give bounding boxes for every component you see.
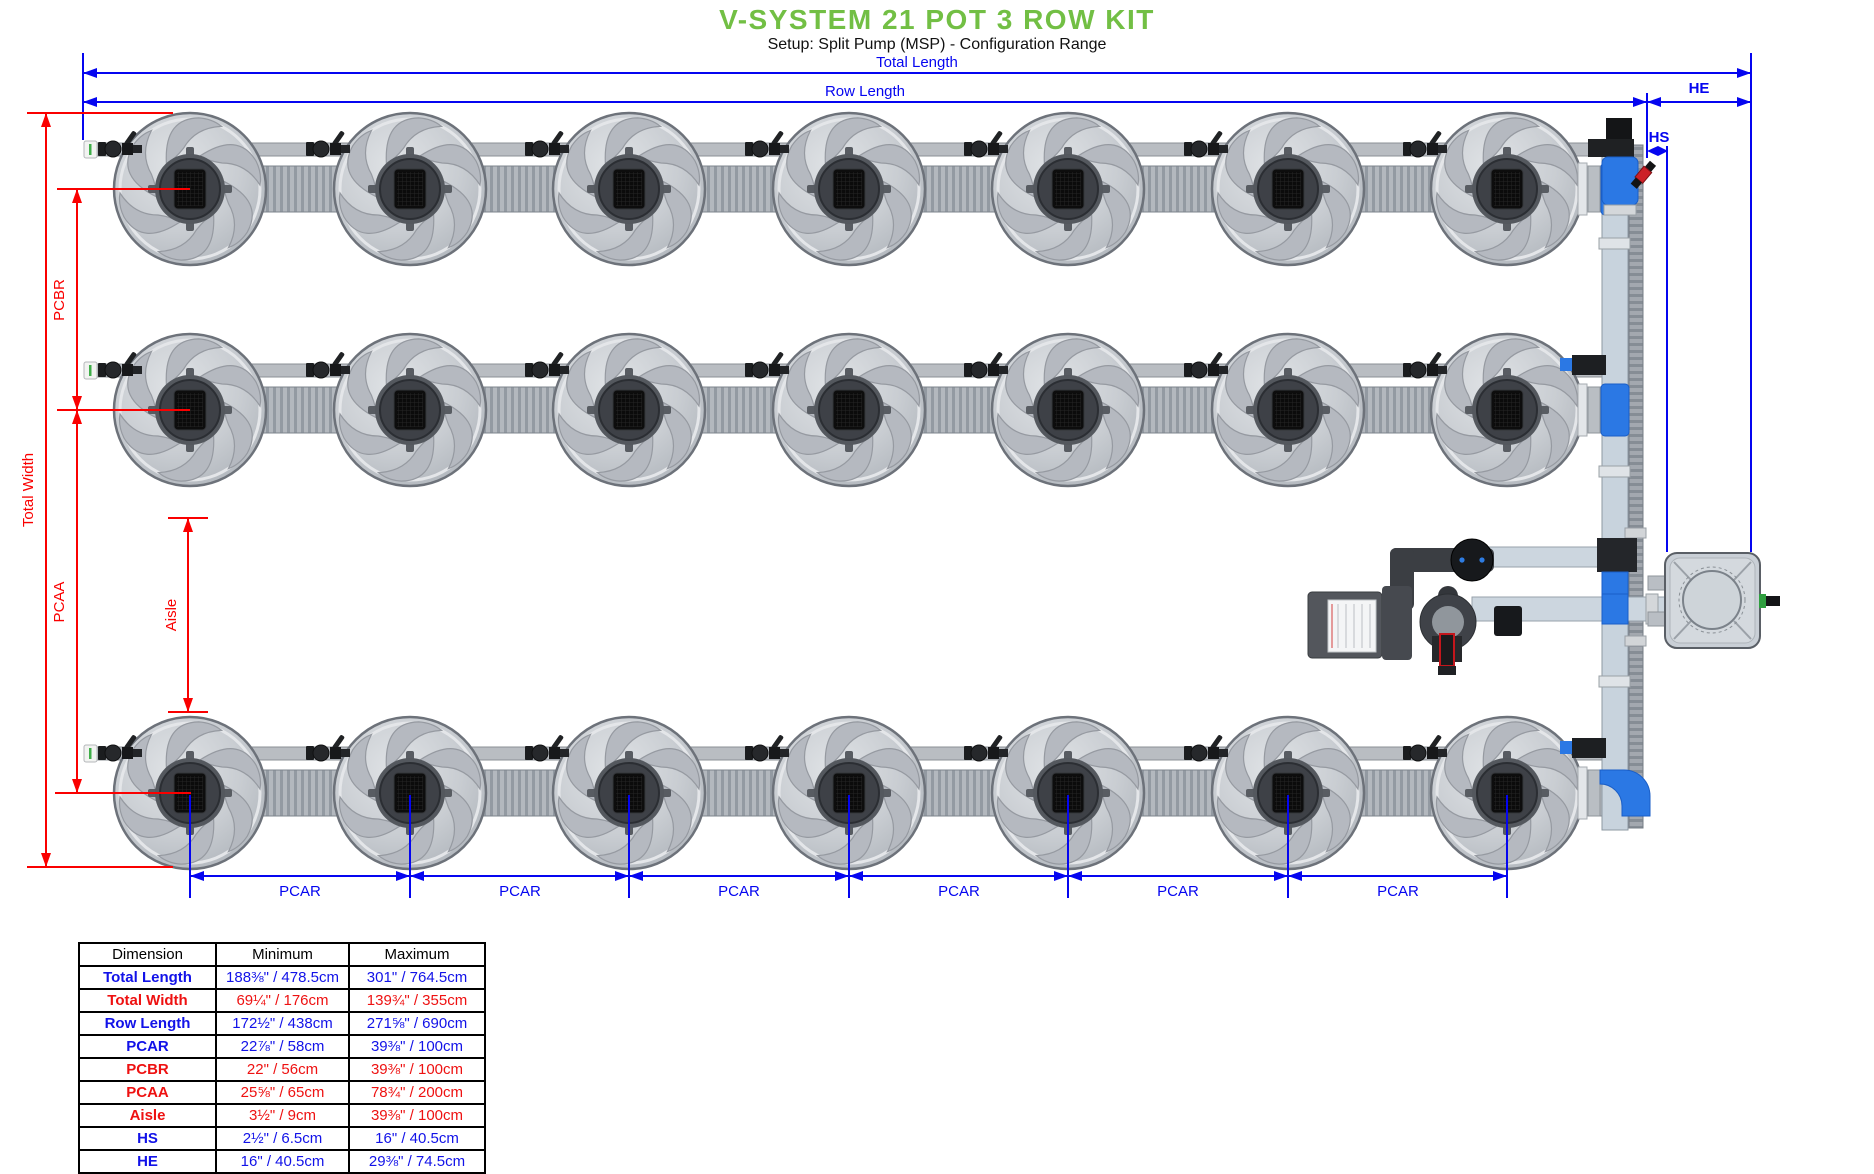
manifold-pipes bbox=[1598, 144, 1647, 831]
pcar-labels: PCAR PCAR PCAR PCAR PCAR PCAR bbox=[279, 883, 1419, 900]
dimension-table: Dimension Minimum Maximum Total Length 1… bbox=[78, 942, 486, 1174]
table-row: PCAA 25⅝" / 65cm 78¾" / 200cm bbox=[78, 1080, 486, 1105]
pcar-label: PCAR bbox=[499, 883, 541, 900]
pot bbox=[334, 327, 486, 493]
table-row: Total Width 69¼" / 176cm 139¾" / 355cm bbox=[78, 988, 486, 1013]
table-row: Row Length 172½" / 438cm 271⅝" / 690cm bbox=[78, 1011, 486, 1036]
table-row: Total Length 188⅜" / 478.5cm 301" / 764.… bbox=[78, 965, 486, 990]
pot bbox=[773, 327, 925, 493]
total-length-label: Total Length bbox=[876, 54, 958, 71]
pot bbox=[1431, 327, 1583, 493]
pot bbox=[992, 106, 1144, 272]
table-row: Aisle 3½" / 9cm 39⅜" / 100cm bbox=[78, 1103, 486, 1128]
table-row: PCBR 22" / 56cm 39⅜" / 100cm bbox=[78, 1057, 486, 1082]
pcar-label: PCAR bbox=[718, 883, 760, 900]
pcar-label: PCAR bbox=[938, 883, 980, 900]
pcar-label: PCAR bbox=[1377, 883, 1419, 900]
pcar-label: PCAR bbox=[279, 883, 321, 900]
pot bbox=[773, 106, 925, 272]
pcbr-label: PCBR bbox=[51, 279, 68, 321]
reservoir-spigot bbox=[1759, 594, 1766, 608]
pot bbox=[1431, 106, 1583, 272]
pot bbox=[992, 327, 1144, 493]
table-row: PCAR 22⅞" / 58cm 39⅜" / 100cm bbox=[78, 1034, 486, 1059]
table-header-row: Dimension Minimum Maximum bbox=[78, 942, 486, 967]
pcaa-label: PCAA bbox=[51, 582, 68, 623]
he-label: HE bbox=[1689, 80, 1710, 97]
pcar-label: PCAR bbox=[1157, 883, 1199, 900]
pot bbox=[1212, 106, 1364, 272]
total-width-label: Total Width bbox=[20, 453, 37, 527]
header-maximum: Maximum bbox=[348, 942, 486, 967]
header-minimum: Minimum bbox=[215, 942, 350, 967]
hs-arrows bbox=[1647, 146, 1668, 156]
table-row: HE 16" / 40.5cm 29⅜" / 74.5cm bbox=[78, 1149, 486, 1174]
reservoir bbox=[1647, 552, 1780, 649]
drain-valve-icon bbox=[1630, 160, 1657, 189]
row-length-label: Row Length bbox=[825, 83, 905, 100]
aisle-label: Aisle bbox=[163, 599, 180, 632]
header-dimension: Dimension bbox=[78, 942, 217, 967]
blue-dimensions bbox=[82, 53, 1752, 898]
manifold-fittings bbox=[1560, 118, 1659, 820]
hs-label: HS bbox=[1649, 129, 1670, 146]
pot bbox=[553, 106, 705, 272]
pot bbox=[1212, 327, 1364, 493]
pump-assembly bbox=[1307, 538, 1522, 675]
pot bbox=[334, 106, 486, 272]
red-dimensions bbox=[27, 112, 208, 868]
pot bbox=[553, 327, 705, 493]
page-title: V-SYSTEM 21 POT 3 ROW KIT bbox=[719, 4, 1155, 35]
table-row: HS 2½" / 6.5cm 16" / 40.5cm bbox=[78, 1126, 486, 1151]
system-diagram: Total Length Row Length HE HS Total Widt… bbox=[20, 53, 1780, 900]
pot-rows bbox=[114, 106, 1583, 876]
page-subtitle: Setup: Split Pump (MSP) - Configuration … bbox=[767, 36, 1107, 53]
